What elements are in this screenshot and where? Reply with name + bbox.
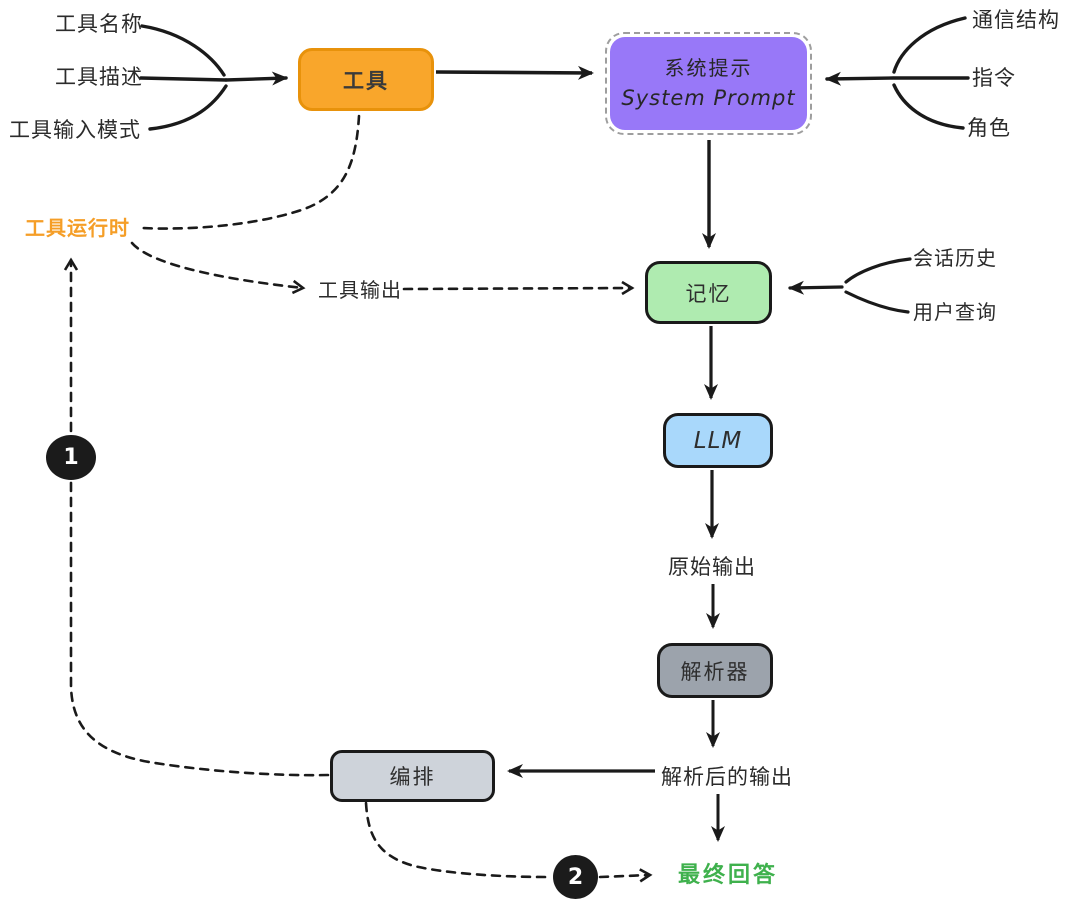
label-tool-runtime: 工具运行时 xyxy=(25,216,130,240)
label-instruction: 指令 xyxy=(972,66,1016,90)
connector-tool-to-system-prompt xyxy=(435,65,594,80)
label-role: 角色 xyxy=(967,116,1011,140)
label-tool-input-schema: 工具输入模式 xyxy=(9,118,141,142)
node-system-prompt-label-en: System Prompt xyxy=(621,85,796,110)
node-parser: 解析器 xyxy=(657,643,773,698)
label-final-answer: 最终回答 xyxy=(678,863,779,888)
label-tool-name: 工具名称 xyxy=(55,12,143,36)
connector-tool-description-branch xyxy=(139,76,228,82)
connector-session-history-branch xyxy=(844,257,912,284)
connector-user-query-branch xyxy=(844,290,910,314)
connector-tool-output-to-memory xyxy=(402,280,635,296)
connector-tool-runtime-to-tool-output xyxy=(130,241,306,295)
node-memory: 记忆 xyxy=(645,261,772,324)
connector-orchestration-to-tool-runtime xyxy=(63,257,330,777)
connector-communication-branch xyxy=(892,16,967,74)
node-orchestration-label: 编排 xyxy=(389,765,436,789)
node-memory-label: 记忆 xyxy=(685,281,732,306)
node-tool: 工具 xyxy=(298,48,434,111)
connector-tool-to-tool-runtime xyxy=(140,114,361,230)
connector-orchestration-to-step2 xyxy=(364,801,550,879)
node-llm-label: LLM xyxy=(693,427,743,454)
label-raw-output: 原始输出 xyxy=(668,555,756,579)
node-system-prompt-label-zh: 系统提示 xyxy=(664,55,753,80)
connector-fork-to-system-prompt-arrow xyxy=(825,71,895,86)
label-parsed-output: 解析后的输出 xyxy=(661,765,793,789)
connector-tool-name-branch xyxy=(140,24,226,77)
label-communication-structure: 通信结构 xyxy=(972,8,1060,32)
step-1-badge: 1 xyxy=(46,435,96,480)
connector-fork-to-tool-arrow xyxy=(224,71,288,86)
node-orchestration: 编排 xyxy=(330,750,495,802)
connector-role-branch xyxy=(892,83,965,130)
label-tool-output: 工具输出 xyxy=(318,278,402,302)
connector-fork-to-memory-arrow xyxy=(788,280,844,295)
label-session-history: 会话历史 xyxy=(913,246,997,270)
node-tool-label: 工具 xyxy=(343,68,389,93)
label-tool-description: 工具描述 xyxy=(55,65,143,89)
connector-step2-to-final-answer xyxy=(598,868,653,883)
step-2-badge: 2 xyxy=(553,855,598,899)
connector-tool-schema-branch xyxy=(148,84,228,131)
node-llm: LLM xyxy=(663,413,773,468)
node-system-prompt: 系统提示 System Prompt xyxy=(605,32,812,135)
node-parser-label: 解析器 xyxy=(680,659,750,684)
node-system-prompt-body: 系统提示 System Prompt xyxy=(610,37,807,130)
label-user-query: 用户查询 xyxy=(913,300,997,324)
